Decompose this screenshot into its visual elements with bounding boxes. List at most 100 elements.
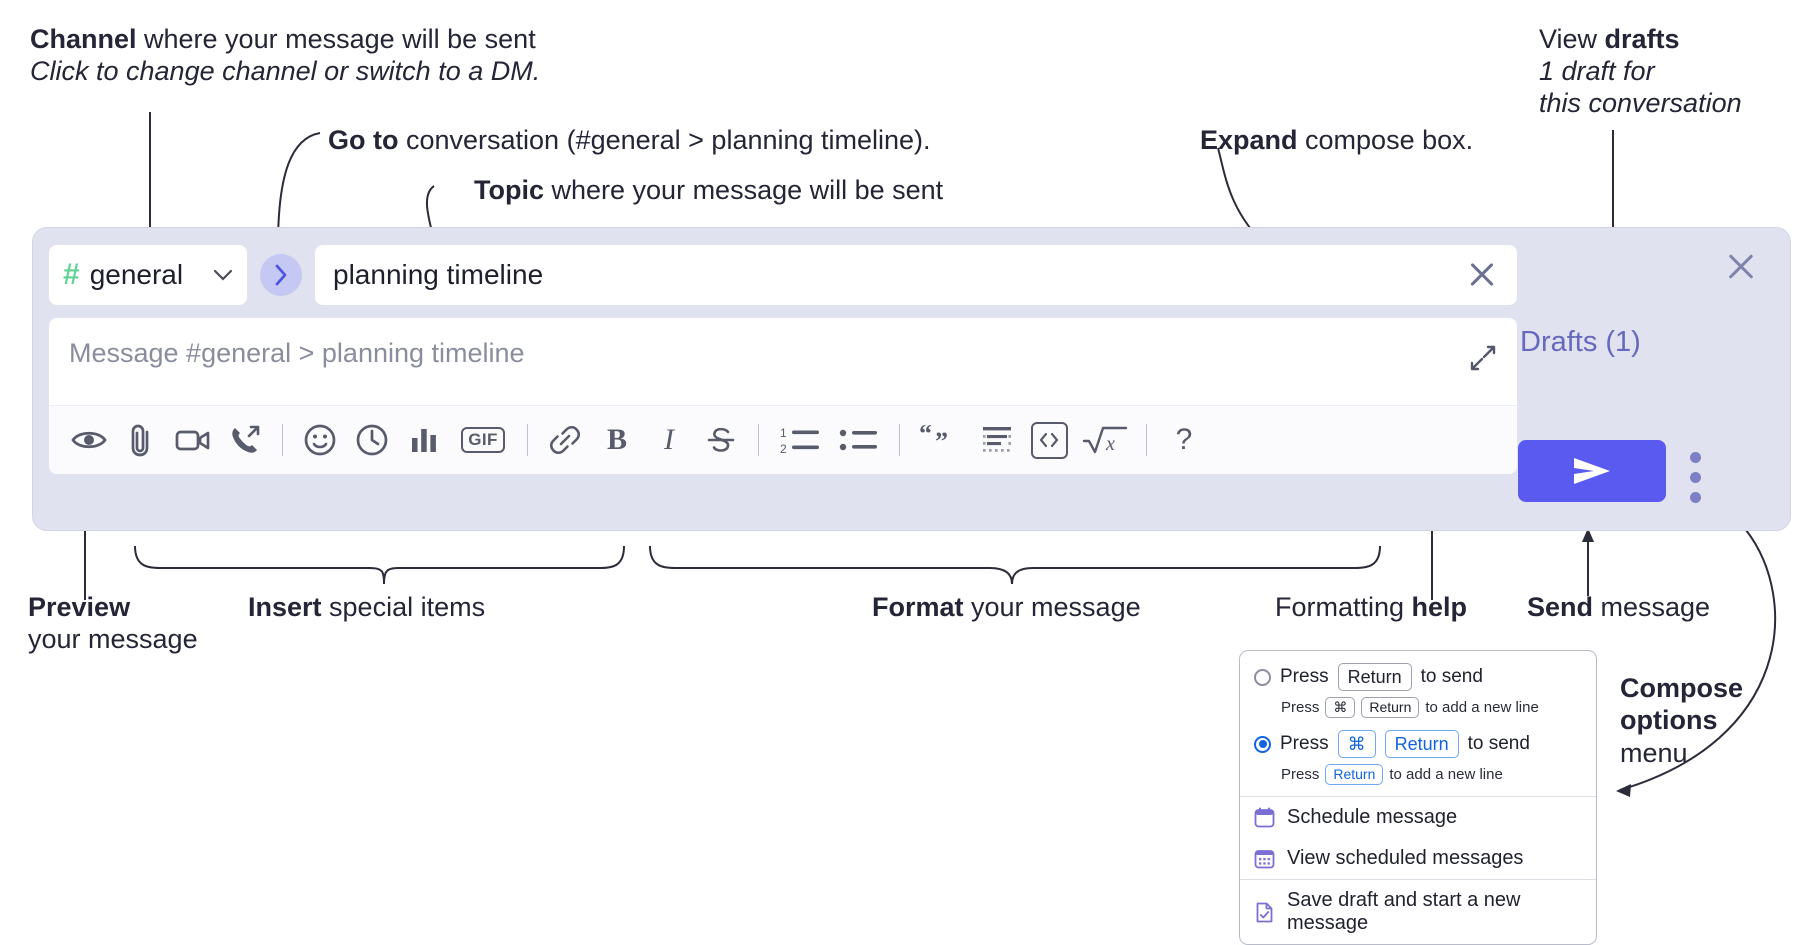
menu-item-save-draft[interactable]: Save draft and start a new message xyxy=(1240,880,1596,944)
bulleted-list-icon[interactable] xyxy=(830,414,888,466)
attachment-icon[interactable] xyxy=(115,414,167,466)
formatting-toolbar: GIF B I xyxy=(49,405,1517,474)
menu-divider xyxy=(1240,879,1596,881)
channel-name: general xyxy=(89,259,184,290)
send-icon xyxy=(1574,458,1610,484)
gif-icon[interactable]: GIF xyxy=(450,414,516,466)
strikethrough-icon[interactable] xyxy=(695,414,747,466)
menu-item-view-scheduled[interactable]: View scheduled messages xyxy=(1240,838,1596,879)
annotation-drafts-italic2: this conversation xyxy=(1539,87,1742,118)
annotation-compose-rest: menu xyxy=(1620,737,1688,768)
annotation-channel-italic: Click to change channel or switch to a D… xyxy=(30,55,541,86)
annotation-send-bold: Send xyxy=(1527,592,1594,622)
option2-sub-post: to add a new line xyxy=(1389,766,1503,784)
kebab-dot xyxy=(1690,452,1701,463)
annotation-preview-rest: your message xyxy=(28,623,198,654)
annotation-topic: Topic where your message will be sent xyxy=(474,175,943,207)
option1-subtext: Press ⌘ Return to add a new line xyxy=(1281,697,1582,719)
send-button[interactable] xyxy=(1518,440,1666,502)
annotation-formatting-help: Formatting help xyxy=(1275,592,1467,624)
blockquote-icon[interactable]: “ ” xyxy=(911,414,971,466)
toolbar-separator xyxy=(899,424,900,456)
compose-right-column: Drafts (1) xyxy=(1518,244,1768,516)
save-draft-icon xyxy=(1254,902,1275,923)
key-command: ⌘ xyxy=(1337,730,1376,759)
annotation-preview-bold: Preview xyxy=(28,592,131,622)
link-icon[interactable] xyxy=(539,414,591,466)
annotation-compose-options: Compose options menu xyxy=(1620,672,1743,769)
annotation-channel: Channel where your message will be sent … xyxy=(30,24,540,88)
math-icon[interactable]: x xyxy=(1075,414,1135,466)
key-return: Return xyxy=(1361,697,1420,719)
message-box: Message #general > planning timeline xyxy=(48,317,1518,475)
key-return: Return xyxy=(1325,764,1384,786)
italic-icon[interactable]: I xyxy=(643,414,695,466)
message-input[interactable]: Message #general > planning timeline xyxy=(49,318,1517,405)
close-icon[interactable] xyxy=(1465,258,1499,292)
italic-label: I xyxy=(664,423,674,456)
help-label: ? xyxy=(1175,423,1193,456)
svg-text:2: 2 xyxy=(780,442,787,455)
option1-sub-pre: Press xyxy=(1281,699,1320,717)
annotation-insert: Insert special items xyxy=(248,592,485,624)
svg-text:”: ” xyxy=(935,427,948,455)
bold-icon[interactable]: B xyxy=(591,414,643,466)
audio-call-icon[interactable] xyxy=(219,414,271,466)
drafts-link[interactable]: Drafts (1) xyxy=(1520,326,1641,358)
annotation-goto-rest: conversation (#general > planning timeli… xyxy=(398,125,931,155)
annotation-insert-rest: special items xyxy=(321,592,486,622)
option-command-return-to-send[interactable]: Press ⌘ Return to send xyxy=(1254,730,1582,759)
annotation-compose-bold1: Compose xyxy=(1620,673,1744,703)
annotation-expand-rest: compose box. xyxy=(1297,125,1474,155)
option1-sub-post: to add a new line xyxy=(1425,699,1539,717)
context-row: # general planning timeline xyxy=(48,244,1518,306)
key-command: ⌘ xyxy=(1325,697,1356,719)
clock-icon[interactable] xyxy=(346,414,398,466)
annotation-channel-rest: where your message will be sent xyxy=(136,24,536,54)
code-icon[interactable] xyxy=(1023,414,1075,466)
emoji-icon[interactable] xyxy=(294,414,346,466)
compose-options-icon[interactable] xyxy=(1690,452,1702,512)
poll-icon[interactable] xyxy=(398,414,450,466)
toolbar-separator xyxy=(1146,424,1147,456)
goto-conversation-button[interactable] xyxy=(260,254,302,296)
code-block-icon[interactable] xyxy=(971,414,1023,466)
toolbar-separator xyxy=(758,424,759,456)
expand-icon[interactable] xyxy=(1469,344,1497,372)
radio-command-return[interactable] xyxy=(1254,735,1271,753)
menu-item-schedule-message[interactable]: Schedule message xyxy=(1240,797,1596,838)
topic-value: planning timeline xyxy=(333,259,544,290)
annotation-help-lead: Formatting xyxy=(1275,592,1412,622)
annotation-drafts-bold: drafts xyxy=(1604,24,1680,54)
annotation-channel-bold: Channel xyxy=(30,24,137,54)
radio-return[interactable] xyxy=(1254,668,1271,686)
message-placeholder: Message #general > planning timeline xyxy=(69,338,525,368)
close-icon[interactable] xyxy=(1722,248,1760,286)
ordered-list-icon[interactable]: 1 2 xyxy=(770,414,830,466)
annotation-format: Format your message xyxy=(872,592,1141,624)
chevron-down-icon xyxy=(213,269,233,281)
option1-post: to send xyxy=(1420,666,1483,688)
option1-pre: Press xyxy=(1280,666,1329,688)
preview-icon[interactable] xyxy=(63,414,115,466)
key-return: Return xyxy=(1384,730,1459,759)
annotation-compose-bold2: options xyxy=(1620,705,1718,736)
annotation-expand: Expand compose box. xyxy=(1200,125,1473,157)
video-icon[interactable] xyxy=(167,414,219,466)
annotation-insert-bold: Insert xyxy=(248,592,322,622)
menu-item-label: Schedule message xyxy=(1287,806,1458,829)
annotation-drafts: View drafts 1 draft for this conversatio… xyxy=(1539,24,1742,120)
kebab-dot xyxy=(1690,472,1701,483)
annotation-drafts-italic1: 1 draft for xyxy=(1539,55,1655,86)
help-icon[interactable]: ? xyxy=(1158,414,1210,466)
menu-divider xyxy=(1240,796,1596,798)
option-return-to-send[interactable]: Press Return to send xyxy=(1254,663,1582,692)
compose-options-menu: Press Return to send Press ⌘ Return to a… xyxy=(1239,650,1597,945)
chevron-right-icon xyxy=(275,264,287,286)
svg-text:1: 1 xyxy=(780,426,787,440)
topic-input[interactable]: planning timeline xyxy=(314,244,1518,306)
kebab-dot xyxy=(1690,492,1701,503)
code-glyph xyxy=(1030,421,1068,459)
channel-selector[interactable]: # general xyxy=(48,244,248,306)
annotation-send-rest: message xyxy=(1593,592,1711,622)
